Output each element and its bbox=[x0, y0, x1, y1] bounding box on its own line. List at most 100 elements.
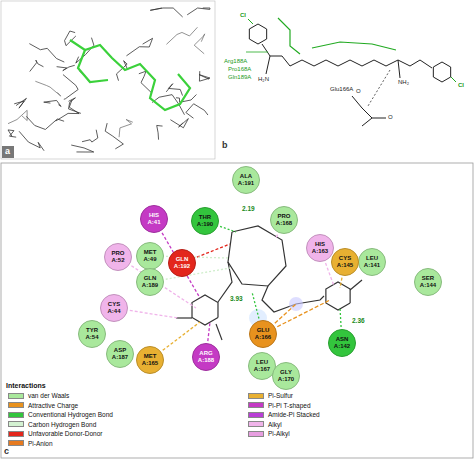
atom-label: Pro168A bbox=[228, 66, 251, 72]
bond bbox=[228, 226, 286, 286]
hbond-line bbox=[368, 70, 390, 106]
legend-text: Conventional Hydrogen Bond bbox=[28, 411, 113, 418]
bond bbox=[372, 118, 386, 119]
residue-label: PRO A:52 bbox=[108, 250, 128, 264]
legend-swatch bbox=[8, 440, 24, 446]
residue-label: PRO A:168 bbox=[274, 213, 294, 227]
bond bbox=[352, 96, 372, 126]
residue-stick bbox=[71, 145, 94, 152]
residue-label: LEU A:167 bbox=[252, 359, 272, 373]
interaction-line bbox=[162, 233, 200, 298]
pocket-contour bbox=[312, 42, 396, 50]
residue-stick bbox=[166, 27, 197, 44]
legend-swatch bbox=[248, 431, 264, 437]
residue-circle: TYR A:54 bbox=[78, 320, 106, 348]
interaction-line bbox=[276, 235, 278, 238]
ligand-stick bbox=[70, 40, 190, 110]
atom-label: Glu166A bbox=[330, 86, 353, 92]
atom-label: NH₂ bbox=[398, 79, 409, 85]
residue-circle: MET A:165 bbox=[136, 346, 164, 374]
legend-swatch bbox=[8, 431, 24, 437]
legend-entry: Unfavorable Donor-Donor bbox=[8, 430, 102, 437]
contact-line bbox=[246, 52, 268, 53]
residue-stick bbox=[186, 104, 208, 118]
legend-entry: Pi-Sulfur bbox=[248, 392, 293, 399]
residue-stick bbox=[170, 119, 188, 128]
residue-stick bbox=[30, 60, 44, 71]
atom-label: Gln189A bbox=[228, 74, 251, 80]
interaction-line bbox=[340, 308, 341, 327]
residue-circle: ASP A:187 bbox=[106, 340, 134, 368]
residue-circle: PRO A:168 bbox=[270, 206, 298, 234]
legend-entry: Carbon Hydrogen Bond bbox=[8, 421, 96, 428]
distance-label: 3.93 bbox=[230, 296, 243, 303]
residue-label: GLN A:189 bbox=[140, 275, 160, 289]
ligand-stick bbox=[78, 50, 108, 82]
residue-circle: GLU A:166 bbox=[249, 320, 277, 348]
legend-swatch bbox=[248, 402, 264, 408]
residue-circle: HIS A:163 bbox=[306, 234, 334, 262]
bond bbox=[248, 19, 253, 24]
residue-label: GLY A:170 bbox=[276, 369, 296, 383]
residue-label: ARG A:188 bbox=[196, 350, 216, 364]
panel-letter: a bbox=[5, 147, 10, 156]
panel-tag bbox=[2, 146, 14, 158]
legend-entry: Pi-Alkyl bbox=[248, 430, 290, 437]
atom-label: Arg188A bbox=[224, 58, 247, 64]
legend-text: Pi-Pi T-shaped bbox=[268, 402, 311, 409]
interaction-line bbox=[208, 322, 210, 341]
residue-circle: THR A:190 bbox=[191, 207, 219, 235]
interaction-line bbox=[340, 278, 342, 288]
residue-label: THR A:190 bbox=[195, 214, 215, 228]
interaction-line bbox=[220, 226, 236, 232]
residue-stick bbox=[166, 84, 182, 96]
interaction-line bbox=[197, 244, 230, 257]
residue-stick bbox=[63, 75, 78, 100]
residue-stick bbox=[57, 65, 75, 70]
legend-swatch bbox=[248, 393, 264, 399]
ring bbox=[249, 24, 266, 44]
bond bbox=[350, 280, 362, 290]
atom-label: Cl bbox=[458, 82, 464, 88]
legend-entry: Attractive Charge bbox=[8, 402, 78, 409]
legend-entry: Alkyl bbox=[248, 421, 282, 428]
legend-text: Pi-Sulfur bbox=[268, 392, 293, 399]
bond bbox=[451, 77, 456, 82]
residue-stick bbox=[35, 81, 60, 96]
residue-label: MET A:49 bbox=[140, 249, 160, 263]
atom-label: H₂N bbox=[258, 76, 269, 82]
ligand-2d bbox=[246, 18, 456, 126]
residue-stick bbox=[19, 131, 44, 151]
distance-label: 2.36 bbox=[352, 318, 365, 325]
residue-circle: GLY A:170 bbox=[272, 362, 300, 390]
legend-swatch bbox=[8, 421, 24, 427]
legend-entry: Conventional Hydrogen Bond bbox=[8, 411, 113, 418]
legend-title: Interactions bbox=[6, 382, 46, 389]
ring bbox=[192, 295, 218, 325]
interaction-map bbox=[130, 226, 362, 350]
residue-circle: HIS A:41 bbox=[140, 205, 168, 233]
residue-label: ALA A:191 bbox=[236, 173, 256, 187]
residue-stick bbox=[56, 100, 79, 121]
residue-label: ASP A:187 bbox=[110, 347, 130, 361]
atom-label: O bbox=[388, 114, 393, 120]
legend-entry: Pi-Pi T-shaped bbox=[248, 402, 311, 409]
ring bbox=[326, 282, 350, 310]
residue-circle: CYS A:44 bbox=[100, 294, 128, 322]
pocket-3d bbox=[2, 8, 210, 158]
legend-swatch bbox=[8, 402, 24, 408]
legend-swatch bbox=[8, 393, 24, 399]
residue-label: ASN A:142 bbox=[332, 336, 352, 350]
legend-entry: Pi-Anion bbox=[8, 440, 53, 447]
residue-stick bbox=[8, 110, 27, 123]
panel-frame bbox=[1, 163, 473, 458]
residue-stick bbox=[44, 100, 61, 106]
legend-swatch bbox=[248, 412, 264, 418]
residue-label: GLN A:192 bbox=[172, 256, 192, 270]
residue-stick bbox=[157, 125, 163, 139]
legend-swatch bbox=[248, 421, 264, 427]
legend-text: Unfavorable Donor-Donor bbox=[28, 430, 102, 437]
legend-text: Carbon Hydrogen Bond bbox=[28, 421, 96, 428]
bond bbox=[266, 56, 270, 74]
